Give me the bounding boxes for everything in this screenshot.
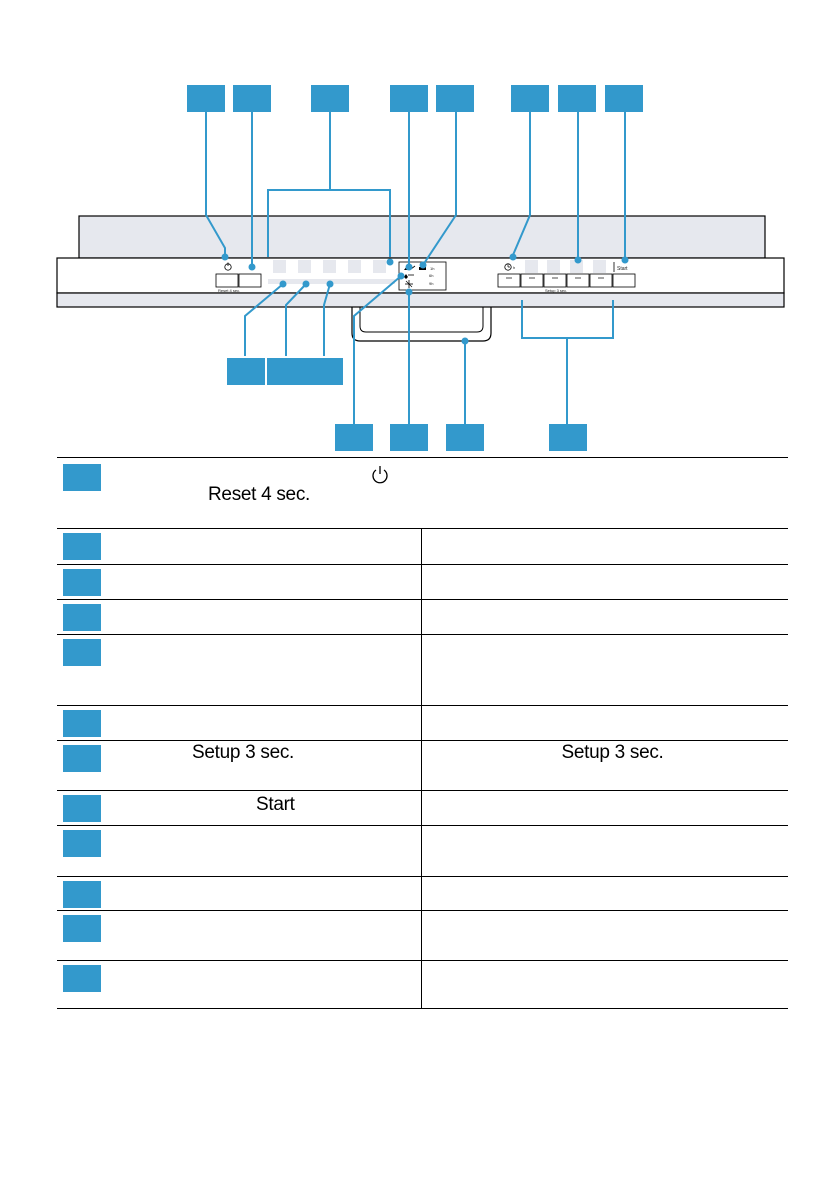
- legend-row: [57, 634, 788, 706]
- callout-box: [267, 358, 305, 385]
- start-text: Start: [256, 794, 295, 815]
- legend-row: [57, 825, 788, 877]
- legend-row: [57, 876, 788, 911]
- legend-row: Setup 3 sec. Setup 3 sec.: [57, 740, 788, 791]
- legend-row: [57, 564, 788, 600]
- legend-number: [63, 830, 101, 857]
- setup-text-right: Setup 3 sec.: [561, 742, 664, 763]
- legend-number: [63, 745, 101, 772]
- callout-box: [390, 85, 428, 112]
- callout-box: [605, 85, 643, 112]
- option-buttons[interactable]: [497, 273, 613, 288]
- callout-box: [390, 424, 428, 451]
- legend-row: [57, 705, 788, 741]
- callout-box: [335, 424, 373, 451]
- legend-number: [63, 639, 101, 666]
- start-label-panel: Start: [617, 266, 628, 272]
- callout-box: [233, 85, 271, 112]
- reset-label: Reset 4 sec.: [218, 288, 240, 293]
- rinse-aid-icon: [404, 274, 414, 279]
- indicator-9h: 9h: [429, 281, 433, 286]
- power-icon: [372, 466, 388, 484]
- timer-h-label: h: [513, 265, 515, 270]
- panel-front-strip: [56, 292, 785, 308]
- reset-button[interactable]: [238, 273, 262, 288]
- legend-row: [57, 910, 788, 961]
- legend-number: [63, 710, 101, 737]
- indicator-1h: 1h: [430, 266, 434, 271]
- legend-table: Reset 4 sec. Setup 3 sec. Setup 3 sec. S…: [57, 457, 788, 1009]
- callout-box: [311, 85, 349, 112]
- callout-box: [436, 85, 474, 112]
- start-button[interactable]: [612, 273, 636, 288]
- legend-number: [63, 965, 101, 992]
- callout-box: [549, 424, 587, 451]
- panel-top-cover: [78, 215, 766, 259]
- legend-row: Start: [57, 790, 788, 826]
- legend-number: [63, 795, 101, 822]
- option-fields[interactable]: [525, 260, 606, 273]
- legend-number: [63, 464, 101, 491]
- legend-row: [57, 599, 788, 635]
- timer-icon: [504, 263, 512, 271]
- callout-box: [511, 85, 549, 112]
- indicator-6h: 6h: [429, 273, 433, 278]
- legend-number: [63, 604, 101, 631]
- power-icon: [224, 262, 232, 271]
- control-panel-diagram: Reset 4 sec. 1h 6h 9h h Star: [56, 111, 785, 425]
- callout-box: [446, 424, 484, 451]
- door-handle-inner: [359, 307, 484, 333]
- legend-row: [57, 960, 788, 1009]
- legend-number: [63, 569, 101, 596]
- callout-leaders: [205, 111, 626, 425]
- program-fields[interactable]: [273, 260, 386, 273]
- callout-box: [227, 358, 265, 385]
- legend-number: [63, 533, 101, 560]
- setup-text-left: Setup 3 sec.: [192, 742, 295, 763]
- power-button[interactable]: [215, 273, 239, 288]
- callout-box: [305, 358, 343, 385]
- callout-box: [187, 85, 225, 112]
- legend-row: [57, 528, 788, 565]
- legend-number: [63, 915, 101, 942]
- salt-icon: [405, 280, 413, 288]
- legend-number: [63, 881, 101, 908]
- reset-text: Reset 4 sec.: [208, 484, 311, 505]
- legend-row: Reset 4 sec.: [57, 457, 788, 529]
- callout-box: [558, 85, 596, 112]
- setup-label-panel: Setup 3 sec.: [545, 288, 567, 293]
- callout-dots: [221, 253, 629, 345]
- door-handle: [351, 307, 492, 342]
- time-indicator-bar: [419, 267, 426, 270]
